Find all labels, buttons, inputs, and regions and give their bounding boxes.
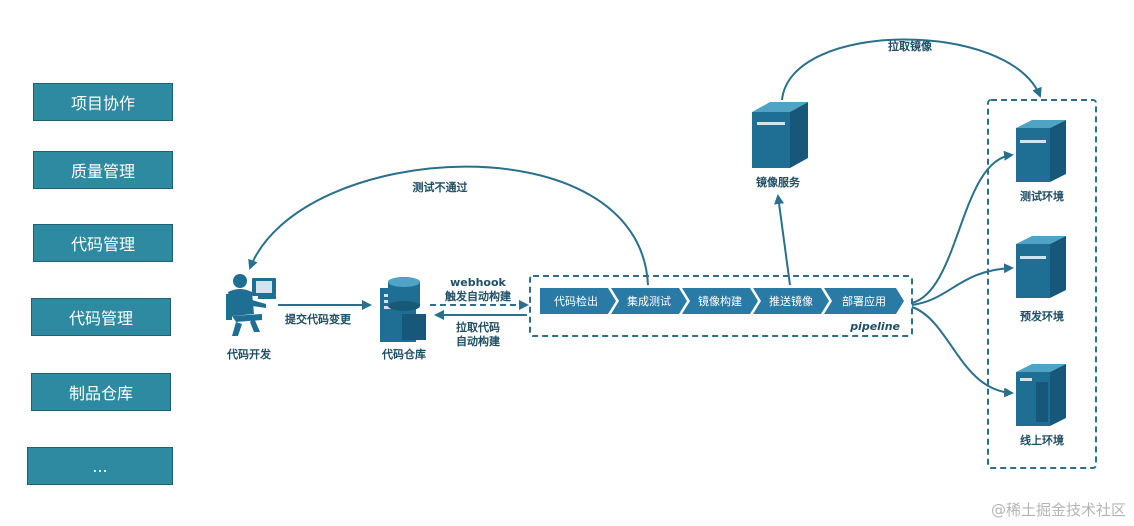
stage-label-push: 推送镜像 [769, 294, 813, 308]
test-env-label: 测试环境 [1020, 189, 1064, 203]
prod-env-label: 线上环境 [1020, 433, 1064, 447]
stage-label-deploy: 部署应用 [842, 294, 886, 308]
image-service-server-icon [752, 102, 808, 168]
deploy-pre-arrow [911, 263, 1014, 306]
push-image-arrow [774, 194, 791, 286]
submit-label: 提交代码变更 [285, 312, 352, 326]
sidebar-item-code-mgmt-2[interactable]: 代码管理 [31, 298, 171, 336]
pipeline-label: pipeline [849, 320, 900, 333]
developer-icon [226, 274, 276, 336]
pipeline-stages: 代码检出 集成测试 镜像构建 推送镜像 部署应用 [540, 288, 904, 314]
test-env-server-icon [1016, 120, 1066, 182]
webhook-trigger-label: 触发自动构建 [444, 289, 512, 303]
pre-env-label: 预发环境 [1020, 309, 1064, 323]
code-repo-label: 代码仓库 [381, 347, 426, 361]
stage-label-test: 集成测试 [627, 294, 671, 308]
sidebar-item-more[interactable]: ... [27, 447, 173, 485]
prod-env-server-icon [1016, 364, 1066, 426]
sidebar-item-project-collab[interactable]: 项目协作 [33, 83, 173, 121]
test-fail-arrow [248, 165, 649, 286]
deploy-prod-arrow [911, 306, 1014, 398]
stage-image-build [682, 288, 758, 314]
pull-image-label: 拉取镜像 [888, 39, 933, 53]
code-repo-icon [380, 277, 426, 342]
sidebar-item-quality[interactable]: 质量管理 [33, 151, 173, 189]
deploy-test-arrow [911, 150, 1014, 304]
stage-code-checkout [540, 288, 616, 314]
stage-label-build: 镜像构建 [698, 294, 742, 308]
pre-env-server-icon [1016, 236, 1066, 298]
pull-image-arrow [781, 38, 1042, 101]
stage-deploy-app [824, 288, 904, 314]
pull-code-label: 拉取代码 [456, 320, 500, 334]
sidebar-item-artifact-repo[interactable]: 制品仓库 [31, 373, 171, 411]
webhook-label: webhook [450, 276, 506, 289]
sidebar-item-code-mgmt[interactable]: 代码管理 [33, 224, 173, 262]
test-fail-label: 测试不通过 [413, 180, 468, 194]
developer-label: 代码开发 [226, 347, 272, 361]
image-service-label: 镜像服务 [756, 175, 801, 189]
stage-integration-test [611, 288, 687, 314]
stage-push-image [753, 288, 829, 314]
auto-build-label: 自动构建 [456, 334, 501, 348]
stage-label-checkout: 代码检出 [554, 294, 598, 308]
environments-container [987, 99, 1097, 469]
watermark: @稀土掘金技术社区 [990, 501, 1126, 519]
